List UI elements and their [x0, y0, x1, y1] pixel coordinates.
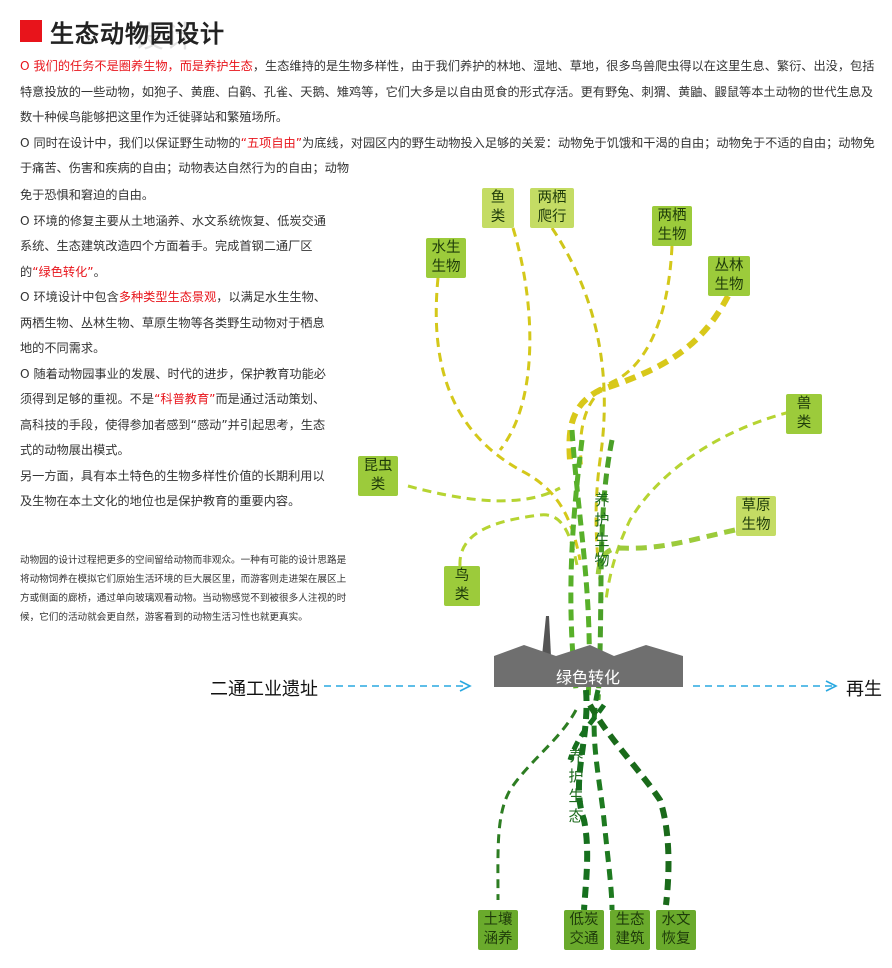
- column-paragraph-1: 免于恐惧和窘迫的自由。: [20, 188, 155, 202]
- branch-jungle: [566, 294, 731, 461]
- column-paragraph-4-lead: 随着动物园事业的发展、时代的进步，保护教育功能必须得到足够的重视。不是: [20, 366, 326, 407]
- node-soil: 土壤 涵养: [478, 910, 518, 950]
- intro-paragraph-2-lead: 同时在设计中，我们以保证野生动物的: [33, 135, 241, 150]
- bullet-marker: O: [20, 135, 30, 150]
- factory-chimney: [542, 616, 551, 656]
- intro-paragraph-2: O 同时在设计中，我们以保证野生动物的“五项自由”为底线，对园区内的野生动物投入…: [20, 131, 878, 182]
- column-highlight-landscape: 多种类型生态景观: [118, 290, 217, 304]
- intro-highlight-1: 我们的任务不是圈养生物，而是养护生态: [33, 59, 253, 73]
- node-jungle: 丛林 生物: [708, 256, 750, 296]
- root-hydrology: [587, 703, 672, 906]
- column-paragraph-3: O 环境设计中包含多种类型生态景观，以满足水生生物、两栖生物、丛林生物、草原生物…: [20, 285, 330, 362]
- title-shadow-text: 设计: [134, 20, 196, 55]
- node-fish: 鱼 类: [482, 188, 514, 228]
- column-paragraph-4: O 随着动物园事业的发展、时代的进步，保护教育功能必须得到足够的重视。不是“科普…: [20, 362, 330, 464]
- column-paragraph-2: O 环境的修复主要从土地涵养、水文系统恢复、低炭交通系统、生态建筑改造四个方面着…: [20, 209, 330, 286]
- trunk-strand-left: [568, 439, 585, 691]
- column-paragraph-2-lead: 环境的修复主要从土地涵养、水文系统恢复、低炭交通系统、生态建筑改造四个方面着手。…: [20, 213, 326, 279]
- column-highlight-science: “科普教育”: [154, 392, 216, 406]
- branch-grassland: [595, 527, 736, 581]
- factory-silhouette: [494, 645, 683, 687]
- intro-text: O 我们的任务不是圈养生物，而是养护生态，生态维持的是生物多样性，由于我们养护的…: [20, 54, 878, 182]
- node-low-carbon: 低炭 交通: [564, 910, 604, 950]
- left-flow-label: 二通工业遗址: [210, 679, 318, 700]
- node-amphibian-crawl: 两栖 爬行: [530, 188, 574, 228]
- title-block: 设计 生态动物园设计: [0, 0, 892, 55]
- column-paragraph-3-end: ，以满足水生生物、两栖生物、丛林生物、草原生物等各类野生动物对于栖息地的不同需求…: [20, 290, 326, 355]
- column-highlight-green-transform: “绿色转化”: [32, 264, 94, 279]
- branch-amphibian: [579, 245, 674, 471]
- right-flow-arrowhead: [825, 680, 838, 692]
- node-insect: 昆虫 类: [358, 456, 398, 496]
- root-label: 养护生态: [568, 747, 584, 825]
- design-note: 动物园的设计过程把更多的空间留给动物而非观众。一种有可能的设计思路是将动物饲养在…: [20, 555, 347, 623]
- column-paragraph-5: 另一方面，具有本土特色的生物多样性价值的长期利用以及生物在本土文化的地位也是保护…: [20, 468, 325, 509]
- branch-beast: [604, 410, 791, 601]
- page-title: 生态动物园设计: [50, 20, 225, 48]
- branch-aquatic: [434, 277, 582, 561]
- root-crossing: [567, 703, 607, 761]
- root-eco-building: [591, 689, 615, 911]
- right-flow-label: 再生: [846, 679, 882, 700]
- node-beast: 兽 类: [786, 394, 822, 434]
- column-paragraph-3-lead: 环境设计中包含: [33, 290, 119, 304]
- root-soil: [496, 709, 578, 901]
- factory-label: 绿色转化: [556, 668, 621, 687]
- branch-bird: [458, 513, 580, 571]
- node-hydrology: 水文 恢复: [656, 910, 696, 950]
- bullet-marker: O: [20, 59, 30, 73]
- branch-fish: [498, 227, 532, 451]
- bullet-marker: O: [20, 366, 30, 381]
- intro-paragraph-1-body: ，生态维持的是生物多样性，由于我们养护的林地、湿地、草地，很多鸟兽爬虫得以在这里…: [20, 59, 875, 124]
- intro-highlight-2: “五项自由”: [240, 135, 303, 150]
- column-paragraph-2-end: 。: [93, 264, 106, 279]
- bullet-marker: O: [20, 290, 30, 304]
- trunk-label: 养护生物: [594, 491, 610, 569]
- branch-insect: [407, 484, 561, 503]
- bullet-marker: O: [20, 213, 30, 228]
- node-bird: 鸟 类: [444, 566, 480, 606]
- column-paragraph-4-end: 而是通过活动策划、高科技的手段，使得参加者感到“感动”并引起思考，生态式的动物展…: [20, 392, 326, 457]
- intro-paragraph-1: O 我们的任务不是圈养生物，而是养护生态，生态维持的是生物多样性，由于我们养护的…: [20, 54, 878, 131]
- node-grassland: 草原 生物: [736, 496, 776, 536]
- intro-paragraph-2-body: 为底线，对园区内的野生动物投入足够的关爱：动物免于饥饿和干渴的自由；动物免于不适…: [20, 135, 875, 176]
- node-eco-building: 生态 建筑: [610, 910, 650, 950]
- left-flow-arrowhead: [459, 680, 472, 692]
- node-amphibian: 两栖 生物: [652, 206, 692, 246]
- title-red-square: [20, 20, 42, 42]
- branch-amphibian-crawl: [550, 227, 606, 601]
- node-aquatic: 水生 生物: [426, 238, 466, 278]
- left-column-text: 免于恐惧和窘迫的自由。 O 环境的修复主要从土地涵养、水文系统恢复、低炭交通系统…: [20, 183, 330, 515]
